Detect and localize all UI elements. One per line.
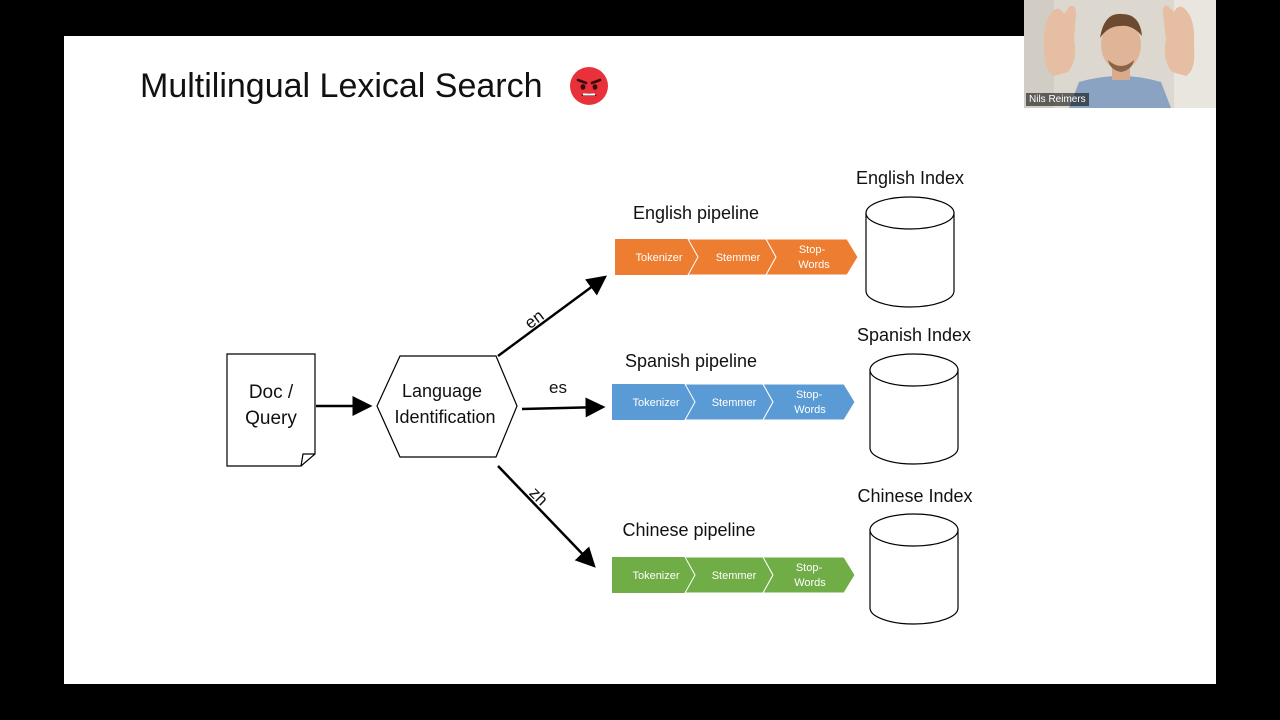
langid-label-line1: Language (402, 381, 482, 401)
lang-code-zh: zh (526, 483, 552, 509)
chinese-pipeline-label: Chinese pipeline (622, 520, 755, 540)
arrow-to-chinese (497, 465, 596, 568)
english-pipeline-chevrons: Tokenizer Stemmer Stop- Words (615, 238, 859, 276)
slide-title: Multilingual Lexical Search (140, 67, 543, 105)
doc-label-line1: Doc / (249, 382, 294, 403)
langid-label-line2: Identification (394, 407, 495, 427)
presentation-slide: Multilingual Lexical Search Doc / Query … (64, 36, 1216, 684)
doc-label-line2: Query (245, 408, 297, 429)
spanish-pipeline-label: Spanish pipeline (625, 351, 757, 371)
english-index-label: English Index (856, 168, 964, 188)
language-identification-node: Language Identification (376, 355, 518, 458)
spanish-branch: Spanish pipeline Tokenizer Stemmer Stop-… (612, 325, 971, 465)
chinese-index-label: Chinese Index (857, 486, 972, 506)
chinese-stage-tokenizer-text: Tokenizer (632, 570, 679, 582)
english-stage-tokenizer (615, 239, 698, 275)
spanish-stage-tokenizer-text: Tokenizer (632, 397, 679, 409)
english-stage-words-text: Words (798, 259, 830, 271)
chinese-stage-stop-text: Stop- (796, 562, 823, 574)
chinese-index-cylinder (869, 513, 959, 625)
webcam-video-tile: Nils Reimers (1024, 0, 1216, 108)
spanish-index-label: Spanish Index (857, 325, 971, 345)
angry-face-icon (570, 67, 608, 105)
arrow-to-english (497, 275, 608, 358)
spanish-pipeline-chevrons: Tokenizer Stemmer Stop- Words (612, 383, 856, 421)
chinese-stage-words-text: Words (794, 577, 826, 589)
spanish-stage-stopwords (762, 383, 856, 421)
english-index-cylinder (865, 196, 955, 308)
spanish-stage-tokenizer (612, 384, 695, 420)
webcam-video-frame (1024, 0, 1216, 108)
arrow-to-spanish (521, 397, 606, 418)
chinese-stage-tokenizer (612, 557, 695, 593)
participant-name-label: Nils Reimers (1026, 93, 1089, 106)
spanish-stage-words-text: Words (794, 404, 826, 416)
english-pipeline-label: English pipeline (633, 203, 759, 223)
doc-query-node: Doc / Query (226, 353, 316, 467)
english-branch: English pipeline Tokenizer Stemmer Stop-… (615, 168, 964, 308)
spanish-stage-stemmer-text: Stemmer (712, 397, 757, 409)
english-stage-tokenizer-text: Tokenizer (635, 252, 682, 264)
chinese-stage-stopwords (762, 556, 856, 594)
lang-code-en: en (521, 306, 548, 333)
chinese-branch: Chinese pipeline Tokenizer Stemmer Stop-… (612, 486, 973, 625)
lang-code-es: es (549, 378, 567, 397)
spanish-stage-stop-text: Stop- (796, 389, 823, 401)
english-stage-stop-text: Stop- (799, 244, 826, 256)
pipeline-diagram: Doc / Query Language Identification en e… (226, 168, 973, 625)
english-stage-stemmer-text: Stemmer (716, 252, 761, 264)
chinese-pipeline-chevrons: Tokenizer Stemmer Stop- Words (612, 556, 856, 594)
english-stage-stopwords (765, 238, 859, 276)
chinese-stage-stemmer-text: Stemmer (712, 570, 757, 582)
spanish-index-cylinder (869, 353, 959, 465)
